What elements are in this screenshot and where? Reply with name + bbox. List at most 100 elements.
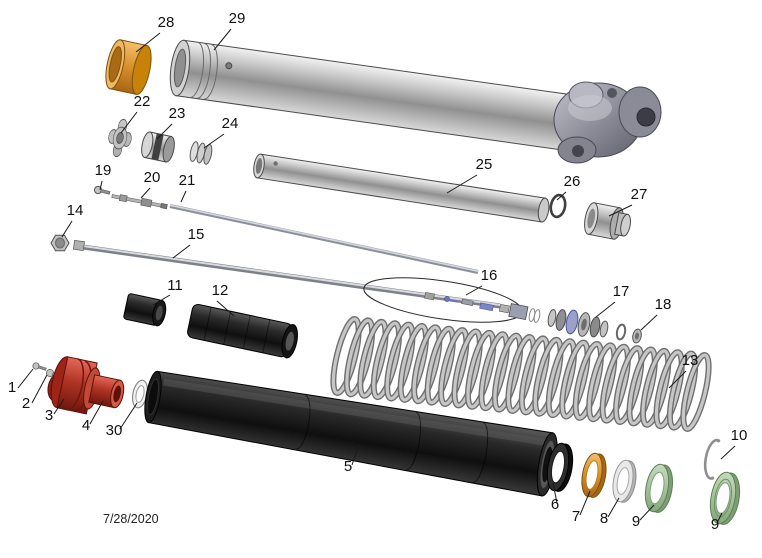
leader-line-2	[31, 374, 48, 404]
spring-coil	[331, 317, 361, 395]
callout-label-22: 22	[134, 93, 151, 110]
spring-coil	[372, 321, 401, 399]
spring-coil	[681, 353, 711, 431]
spring-coil	[452, 329, 482, 408]
fork-crown-lug	[553, 81, 662, 164]
part-7-bushing	[581, 452, 607, 498]
diagram-date: 7/28/2020	[103, 512, 159, 526]
leader-line-23	[156, 123, 173, 140]
leader-line-5	[351, 443, 360, 466]
leader-line-19	[99, 180, 103, 191]
callout-label-2: 2	[22, 395, 30, 412]
part-18-washers	[615, 323, 642, 344]
callout-label-6: 6	[551, 496, 559, 513]
callout-label-19: 19	[95, 162, 112, 179]
callout-label-30: 30	[106, 422, 123, 439]
leader-line-27	[608, 204, 633, 217]
spring-coil	[641, 349, 670, 427]
part-11-spacer	[123, 293, 167, 327]
leader-line-3	[53, 398, 65, 415]
part-17-shim-stack	[547, 309, 609, 338]
leader-line-26	[556, 191, 567, 201]
leader-line-9	[716, 512, 723, 524]
part-1-screw	[32, 362, 47, 371]
part-23-adjuster	[141, 131, 175, 163]
spring-coil	[399, 324, 428, 402]
spring-coil	[506, 335, 536, 413]
leader-line-30	[119, 402, 138, 430]
spring-coil	[479, 332, 509, 410]
spring-coil	[533, 338, 563, 416]
spring-coil	[627, 347, 657, 426]
callout-label-1: 1	[8, 379, 16, 396]
callout-label-11: 11	[167, 277, 183, 294]
callout-label-12: 12	[212, 282, 229, 299]
leader-line-9	[639, 504, 655, 521]
spring-coil	[439, 328, 468, 406]
callout-label-9: 9	[711, 516, 719, 533]
callout-label-25: 25	[476, 156, 493, 173]
callout-label-8: 8	[600, 510, 608, 527]
callout-label-26: 26	[564, 173, 581, 190]
spring-coil	[601, 345, 630, 423]
part-9-dust-seal-2	[709, 471, 741, 525]
callout-label-28: 28	[158, 14, 175, 31]
part-13-spring	[330, 316, 712, 432]
spring-coil	[358, 320, 388, 398]
callout-label-4: 4	[82, 417, 90, 434]
part-10-snap-ring	[703, 438, 721, 480]
callout-label-21: 21	[179, 172, 196, 189]
part-20-push-rod	[111, 194, 168, 210]
part-3-axle-lug	[47, 356, 125, 415]
part-27-seal-head	[584, 202, 631, 240]
spring-coil	[385, 322, 415, 401]
spring-coil	[560, 340, 590, 419]
leader-line-10	[720, 445, 736, 460]
leader-line-24	[203, 133, 225, 149]
leader-line-6	[552, 482, 558, 504]
spring-coil	[668, 352, 697, 430]
leader-line-22	[120, 111, 138, 134]
callout-label-29: 29	[229, 10, 246, 27]
spring-coil	[412, 325, 441, 403]
spring-coil	[466, 331, 495, 409]
leader-line-16	[465, 285, 483, 296]
leader-line-12	[216, 300, 235, 317]
callout-label-13: 13	[682, 352, 699, 369]
spring-coil	[614, 346, 643, 424]
leader-line-21	[180, 190, 187, 203]
part-26-oring	[549, 193, 567, 219]
part-24-washer-stack	[189, 141, 213, 165]
part-14-jam-nut	[50, 234, 70, 252]
leader-line-28	[135, 32, 161, 53]
part-9-dust-seal	[644, 463, 674, 513]
leader-line-11	[152, 294, 171, 306]
spring-coil	[520, 336, 549, 414]
leader-line-29	[213, 28, 232, 51]
callout-label-15: 15	[188, 226, 205, 243]
part-25-damper-tube	[253, 153, 550, 223]
spring-coil	[426, 327, 455, 405]
leader-line-13	[668, 370, 687, 389]
callout-label-7: 7	[572, 508, 580, 525]
leader-line-8	[607, 497, 620, 518]
spring-coil	[574, 342, 603, 420]
leader-line-1	[17, 368, 34, 389]
spring-coil	[493, 334, 522, 412]
part-22-stop-plate	[108, 118, 132, 158]
callout-label-10: 10	[731, 427, 748, 444]
callout-label-23: 23	[169, 105, 186, 122]
leader-line-25	[446, 174, 478, 194]
part-6-bushing	[546, 442, 574, 492]
leader-line-14	[61, 220, 73, 238]
part-12-bumper	[187, 303, 298, 359]
spring-coil	[587, 343, 616, 421]
part-4-axle-neck	[88, 374, 125, 409]
part-29-upper-tube	[169, 39, 573, 151]
spring-coil	[345, 318, 374, 396]
spring-coil	[654, 350, 684, 428]
part-30-oring	[131, 379, 149, 409]
